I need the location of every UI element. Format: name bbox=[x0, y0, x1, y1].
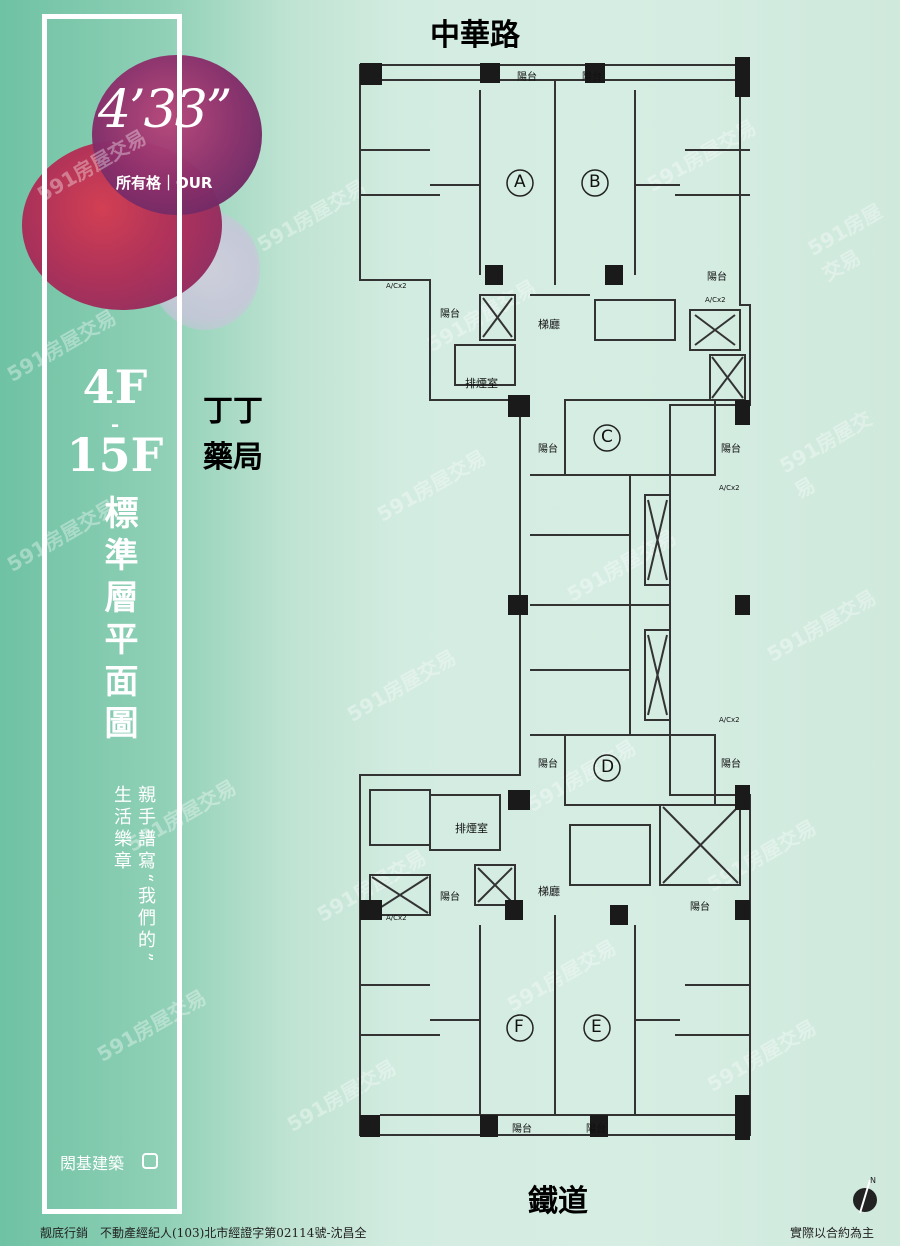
room-label-smoke-room: 排煙室 bbox=[465, 377, 498, 390]
logo-subtitle: 所有格｜OUR bbox=[116, 174, 213, 192]
unit-label-a: A bbox=[514, 172, 526, 192]
room-label-ac: A/Cx2 bbox=[719, 484, 740, 492]
footer-agent-info: 靓底行銷 不動產經紀人(103)北市經證字第02114號-沈昌全 bbox=[40, 1226, 367, 1240]
plan-title: 標準層平面圖 bbox=[98, 495, 138, 747]
unit-label-b: B bbox=[589, 172, 601, 192]
room-label-lobby: 梯廳 bbox=[538, 318, 560, 331]
room-label-balcony: 陽台 bbox=[707, 272, 727, 283]
room-label-balcony: 陽台 bbox=[538, 759, 558, 770]
street-label-south: 鐵道 bbox=[528, 1184, 588, 1219]
svg-text:N: N bbox=[870, 1176, 876, 1185]
room-label-ac: A/Cx2 bbox=[705, 296, 726, 304]
north-arrow-icon: N bbox=[853, 1176, 877, 1214]
floor-range-start: 4F bbox=[82, 360, 148, 414]
landmark-label-line2: 藥局 bbox=[203, 440, 263, 475]
floor-plan bbox=[359, 57, 751, 1140]
unit-label-c: C bbox=[601, 427, 613, 447]
room-label-ac: A/Cx2 bbox=[386, 914, 407, 922]
logo-number: 4’33” bbox=[98, 80, 232, 140]
room-label-ac: A/Cx2 bbox=[719, 716, 740, 724]
footer-disclaimer: 實際以合約為主 bbox=[790, 1226, 875, 1240]
room-label-lobby: 梯廳 bbox=[538, 885, 560, 898]
room-label-balcony: 陽台 bbox=[690, 902, 710, 913]
tagline-line-1: 親手譜寫“我們的” bbox=[135, 785, 156, 966]
floor-range-end: 15F bbox=[66, 428, 164, 482]
room-label-balcony: 陽台 bbox=[538, 444, 558, 455]
tagline-line-2: 生活樂章 bbox=[111, 785, 132, 873]
street-label-north: 中華路 bbox=[430, 18, 520, 53]
room-label-balcony: 陽台 bbox=[440, 309, 460, 320]
room-label-balcony: 陽台 bbox=[440, 892, 460, 903]
landmark-label-line1: 丁丁 bbox=[203, 394, 263, 429]
unit-label-e: E bbox=[591, 1017, 602, 1037]
room-label-balcony: 陽台 bbox=[512, 1124, 532, 1135]
room-label-smoke-room: 排煙室 bbox=[455, 822, 488, 835]
room-label-balcony: 陽台 bbox=[517, 72, 537, 83]
floor-range-dash: - bbox=[110, 412, 120, 436]
room-label-ac: A/Cx2 bbox=[386, 282, 407, 290]
white-frame bbox=[42, 14, 182, 1214]
developer-logo: 閎基建築 bbox=[60, 1154, 125, 1173]
room-label-balcony: 陽台 bbox=[721, 759, 741, 770]
developer-logo-icon bbox=[142, 1153, 158, 1169]
unit-label-f: F bbox=[514, 1017, 524, 1037]
room-label-balcony: 陽台 bbox=[721, 444, 741, 455]
unit-label-d: D bbox=[601, 757, 615, 777]
room-label-balcony: 陽台 bbox=[582, 72, 602, 83]
room-label-balcony: 陽台 bbox=[586, 1124, 606, 1135]
